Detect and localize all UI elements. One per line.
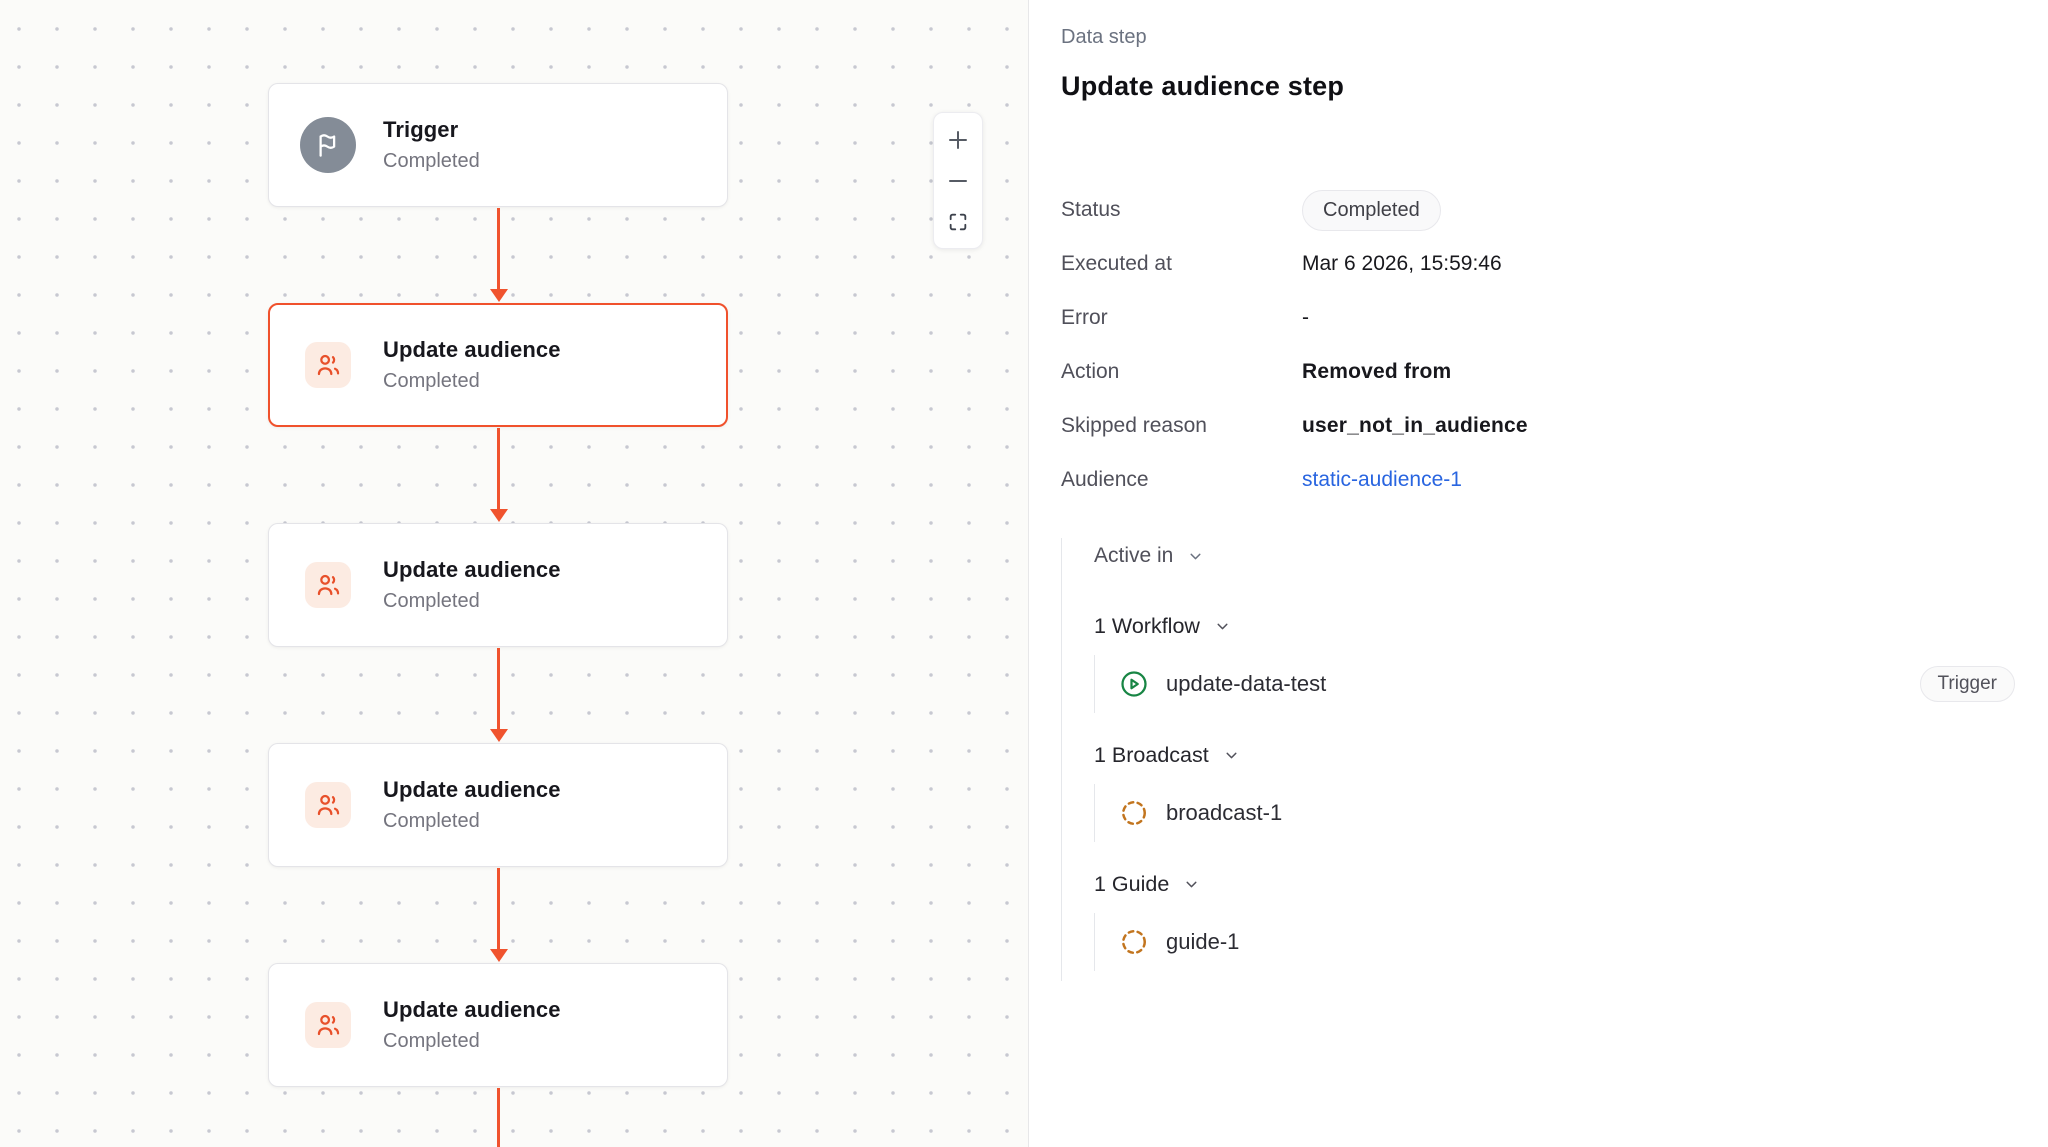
- edge-connector: [497, 868, 500, 949]
- node-title: Trigger: [383, 117, 459, 142]
- users-icon: [305, 562, 351, 608]
- list-item-workflow[interactable]: update-data-test Trigger: [1094, 655, 2015, 713]
- detail-value: user_not_in_audience: [1302, 414, 1528, 437]
- group-header: 1 Guide: [1094, 872, 1170, 896]
- detail-row-skipped-reason: Skipped reason user_not_in_audience: [1061, 404, 2015, 448]
- fit-view-button[interactable]: [934, 201, 982, 242]
- group-broadcast: 1 Broadcast broadcast-1: [1094, 743, 2015, 842]
- node-update-audience-3[interactable]: Update audience Completed: [268, 743, 728, 867]
- detail-label: Error: [1061, 306, 1108, 329]
- dashed-circle-icon: [1121, 929, 1147, 955]
- chevron-down-icon: [1217, 623, 1228, 630]
- detail-row-status: Status Completed: [1061, 188, 2015, 232]
- detail-value: Removed from: [1302, 360, 1452, 383]
- detail-label: Executed at: [1061, 252, 1172, 275]
- edge-arrowhead: [490, 729, 508, 742]
- edge-connector: [497, 208, 500, 289]
- item-name: broadcast-1: [1166, 800, 1283, 825]
- node-title: Update audience: [383, 997, 561, 1022]
- trigger-badge: Trigger: [1919, 666, 2015, 702]
- edge-arrowhead: [490, 949, 508, 962]
- users-icon: [305, 1002, 351, 1048]
- group-guide-toggle[interactable]: 1 Guide: [1094, 872, 2015, 897]
- active-in-section: Active in 1 Workflow update-data-test Tr…: [1061, 538, 2015, 981]
- minus-icon: [949, 179, 967, 182]
- group-workflow-toggle[interactable]: 1 Workflow: [1094, 614, 2015, 639]
- group-header: 1 Broadcast: [1094, 743, 1209, 767]
- item-name: update-data-test: [1166, 671, 1327, 696]
- node-trigger[interactable]: Trigger Completed: [268, 83, 728, 207]
- users-icon: [305, 782, 351, 828]
- detail-label: Audience: [1061, 468, 1149, 491]
- details-panel: Data step Update audience step Status Co…: [1030, 0, 2048, 1147]
- node-title: Update audience: [383, 337, 561, 362]
- users-icon: [305, 342, 351, 388]
- flag-icon: [300, 117, 356, 173]
- play-circle-icon: [1121, 671, 1147, 697]
- workflow-canvas[interactable]: Trigger Completed Update audience Comple…: [0, 0, 1029, 1147]
- audience-link[interactable]: static-audience-1: [1302, 468, 1462, 491]
- edge-arrowhead: [490, 509, 508, 522]
- node-status: Completed: [383, 590, 480, 612]
- detail-label: Skipped reason: [1061, 414, 1207, 437]
- zoom-out-button[interactable]: [934, 160, 982, 201]
- node-title: Update audience: [383, 777, 561, 802]
- item-name: guide-1: [1166, 929, 1240, 954]
- node-update-audience-4[interactable]: Update audience Completed: [268, 963, 728, 1087]
- step-details: Status Completed Executed at Mar 6 2026,…: [1061, 188, 2015, 502]
- detail-row-executed-at: Executed at Mar 6 2026, 15:59:46: [1061, 242, 2015, 286]
- detail-row-action: Action Removed from: [1061, 350, 2015, 394]
- zoom-controls: [933, 112, 983, 249]
- group-workflow: 1 Workflow update-data-test Trigger: [1094, 614, 2015, 713]
- node-update-audience-2[interactable]: Update audience Completed: [268, 523, 728, 647]
- node-status: Completed: [383, 370, 480, 392]
- edge-connector: [497, 648, 500, 729]
- zoom-in-button[interactable]: [934, 119, 982, 160]
- page-title: Update audience step: [1061, 71, 1345, 101]
- node-status: Completed: [383, 1030, 480, 1052]
- edge-connector: [497, 1088, 500, 1147]
- node-status: Completed: [383, 810, 480, 832]
- list-item-broadcast[interactable]: broadcast-1: [1094, 784, 2015, 842]
- chevron-down-icon: [1190, 553, 1201, 559]
- node-title: Update audience: [383, 557, 561, 582]
- active-in-toggle[interactable]: Active in: [1094, 544, 2015, 568]
- edge-connector: [497, 428, 500, 509]
- detail-row-error: Error -: [1061, 296, 2015, 340]
- group-header: 1 Workflow: [1094, 614, 1200, 638]
- chevron-down-icon: [1226, 752, 1237, 759]
- panel-kicker: Data step: [1061, 26, 1147, 48]
- edge-arrowhead: [490, 289, 508, 302]
- list-item-guide[interactable]: guide-1: [1094, 913, 2015, 971]
- active-in-label: Active in: [1094, 544, 1174, 567]
- chevron-down-icon: [1186, 881, 1197, 888]
- detail-value: Mar 6 2026, 15:59:46: [1302, 252, 1502, 275]
- plus-icon: [949, 130, 967, 149]
- detail-row-audience: Audience static-audience-1: [1061, 458, 2015, 502]
- fit-view-icon: [949, 213, 967, 230]
- detail-value: -: [1302, 306, 1309, 329]
- node-update-audience-1[interactable]: Update audience Completed: [268, 303, 728, 427]
- status-badge: Completed: [1302, 189, 1441, 231]
- group-broadcast-toggle[interactable]: 1 Broadcast: [1094, 743, 2015, 768]
- group-guide: 1 Guide guide-1: [1094, 872, 2015, 971]
- detail-label: Action: [1061, 360, 1120, 383]
- detail-label: Status: [1061, 198, 1121, 221]
- node-status: Completed: [383, 150, 480, 172]
- dashed-circle-icon: [1121, 800, 1147, 826]
